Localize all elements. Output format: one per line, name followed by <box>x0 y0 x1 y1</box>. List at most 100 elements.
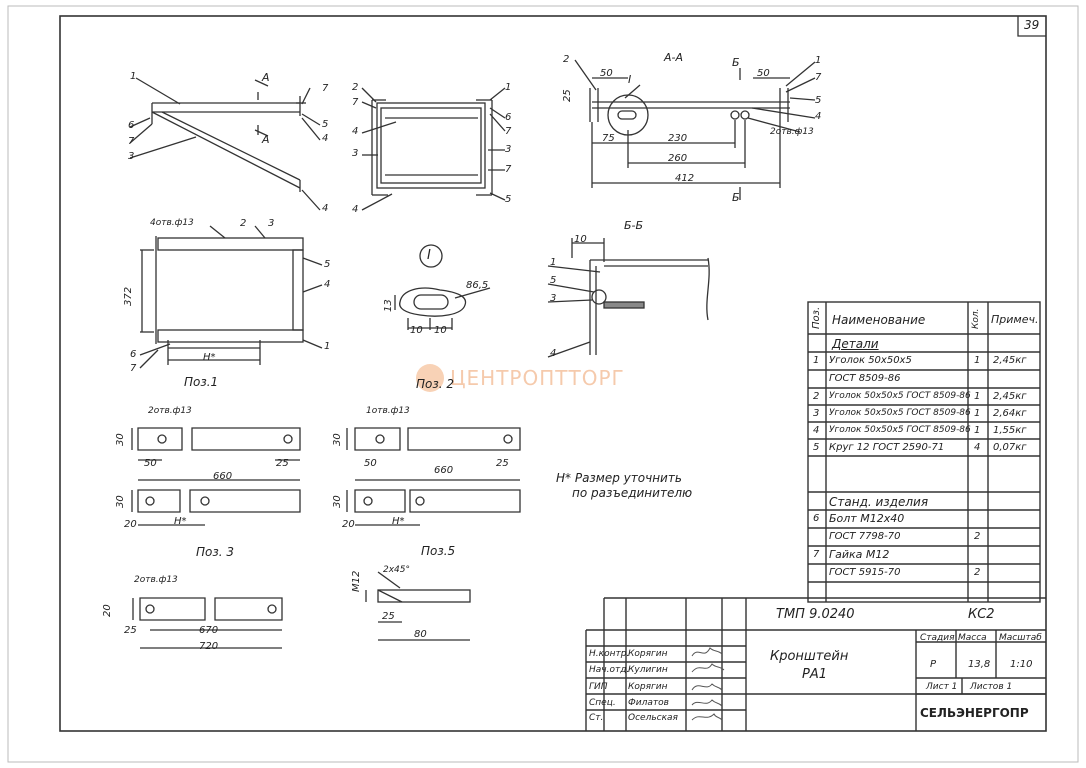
hole-note-poz5: 1отв.ф13 <box>366 406 410 416</box>
dim-25: 25 <box>562 89 573 102</box>
spec-header-qty: Кол. <box>971 308 981 329</box>
signer-role: Спец. <box>589 698 616 708</box>
callout-1: 1 <box>550 257 557 268</box>
callout-3: 3 <box>550 293 557 304</box>
cut-mark-a-bottom: А <box>262 133 270 146</box>
dim-50: 50 <box>757 68 770 79</box>
dim-720: 720 <box>199 641 219 652</box>
label-poz1: Поз.1 <box>184 375 219 389</box>
spec-row-name: Круг 12 ГОСТ 2590-71 <box>829 442 945 453</box>
callout-4: 4 <box>322 133 329 144</box>
dim-50: 50 <box>144 458 157 469</box>
label-poz3: Поз. 3 <box>196 545 235 559</box>
spec-row-note: 0,07кг <box>993 442 1027 453</box>
thread-m12: M12 <box>351 570 362 592</box>
view-side-bracket <box>129 77 321 211</box>
callout-7: 7 <box>815 72 822 83</box>
callout-1: 1 <box>505 82 512 93</box>
sheets-label: Листов 1 <box>970 682 1013 692</box>
callout-5: 5 <box>550 275 557 286</box>
spec-row-name: Уголок 50x50x5 ГОСТ 8509-86 <box>829 391 971 401</box>
callout-1: 1 <box>324 341 331 352</box>
callout-5: 5 <box>324 259 331 270</box>
spec-row-qty: 1 <box>974 425 981 436</box>
spec-row-pos: 4 <box>813 425 820 436</box>
spec-row-name: ГОСТ 7798-70 <box>829 531 901 542</box>
poz5-strips <box>346 427 521 526</box>
label-poz2: Поз. 2 <box>416 377 455 391</box>
spec-row-pos: 2 <box>813 391 820 402</box>
signer-role: Н.контр. <box>589 649 630 659</box>
callout-3: 3 <box>128 151 135 162</box>
callout-7: 7 <box>322 83 329 94</box>
callout-7: 7 <box>505 126 512 137</box>
signer-name: Кулигин <box>628 665 668 675</box>
dim-372: 372 <box>123 286 134 306</box>
callout-7: 7 <box>130 363 137 374</box>
sheet-code: КС2 <box>968 607 995 622</box>
round-rod <box>365 571 471 641</box>
plan-view-poz1 <box>139 225 323 369</box>
spec-row-name: ГОСТ 5915-70 <box>829 567 901 578</box>
dim-10: 10 <box>410 325 423 336</box>
spec-row-note: 2,64кг <box>993 408 1027 419</box>
section-bb <box>547 238 710 358</box>
callout-2: 2 <box>352 82 359 93</box>
spec-row-qty: 4 <box>974 442 981 453</box>
spec-row-qty: 2 <box>974 531 981 542</box>
label-poz5: Поз.5 <box>421 544 456 558</box>
signatures <box>691 647 725 721</box>
spec-header-note: Примеч. <box>991 313 1039 326</box>
spec-row-name: Гайка М12 <box>829 548 890 561</box>
spec-row-pos: 6 <box>813 513 820 524</box>
spec-header-name: Наименование <box>832 313 926 327</box>
hole-note-plan: 4отв.ф13 <box>150 218 194 228</box>
note-line-2: по разъединителю <box>572 486 693 500</box>
dim-660: 660 <box>434 465 454 476</box>
spec-row-qty: 1 <box>974 408 981 419</box>
dim-20: 20 <box>124 519 137 530</box>
dim-25: 25 <box>382 611 395 622</box>
callout-1: 1 <box>130 71 137 82</box>
organization-name: СЕЛЬЭНЕРГОПР <box>920 706 1029 720</box>
callout-4: 4 <box>550 348 557 359</box>
callout-6: 6 <box>130 349 137 360</box>
callout-3: 3 <box>268 218 275 229</box>
spec-row-qty: 2 <box>974 567 981 578</box>
scale-value: 1:10 <box>1010 659 1033 670</box>
dim-h-star: H* <box>392 516 405 527</box>
dim-h-star: H* <box>203 352 216 363</box>
cut-mark-b-top: Б <box>732 56 740 69</box>
dim-20: 20 <box>102 604 113 617</box>
dim-25: 25 <box>276 458 289 469</box>
callout-7: 7 <box>128 136 135 147</box>
dim-30: 30 <box>332 433 343 446</box>
dim-30: 30 <box>115 433 126 446</box>
callout-5: 5 <box>815 95 822 106</box>
watermark-logo-icon <box>416 364 444 392</box>
chamfer: 2x45° <box>383 565 411 575</box>
hole-note-aa: 2отв.ф13 <box>770 127 814 137</box>
callout-6: 6 <box>128 120 135 131</box>
callout-4: 4 <box>815 111 822 122</box>
dim-20: 20 <box>342 519 355 530</box>
stage-label: Стадия <box>920 633 955 643</box>
dim-75: 75 <box>602 133 615 144</box>
signer-role: Нач.отд. <box>589 665 630 675</box>
sheet-label: Лист 1 <box>926 682 958 692</box>
signer-name: Корягин <box>628 682 668 692</box>
spec-row-note: 2,45кг <box>993 355 1027 366</box>
view-front-frame <box>361 87 506 211</box>
cut-mark-a-top: А <box>262 71 270 84</box>
spec-row-pos: 1 <box>813 355 820 366</box>
dim-260: 260 <box>668 153 688 164</box>
spec-group-standard: Станд. изделия <box>829 495 929 509</box>
spec-row-name: Болт М12х40 <box>829 512 905 525</box>
callout-7: 7 <box>352 97 359 108</box>
callout-6: 6 <box>505 112 512 123</box>
dim-10: 10 <box>434 325 447 336</box>
dim-25: 25 <box>496 458 509 469</box>
dim-30: 30 <box>332 495 343 508</box>
node-i-detail <box>394 244 491 330</box>
callout-5: 5 <box>505 194 512 205</box>
